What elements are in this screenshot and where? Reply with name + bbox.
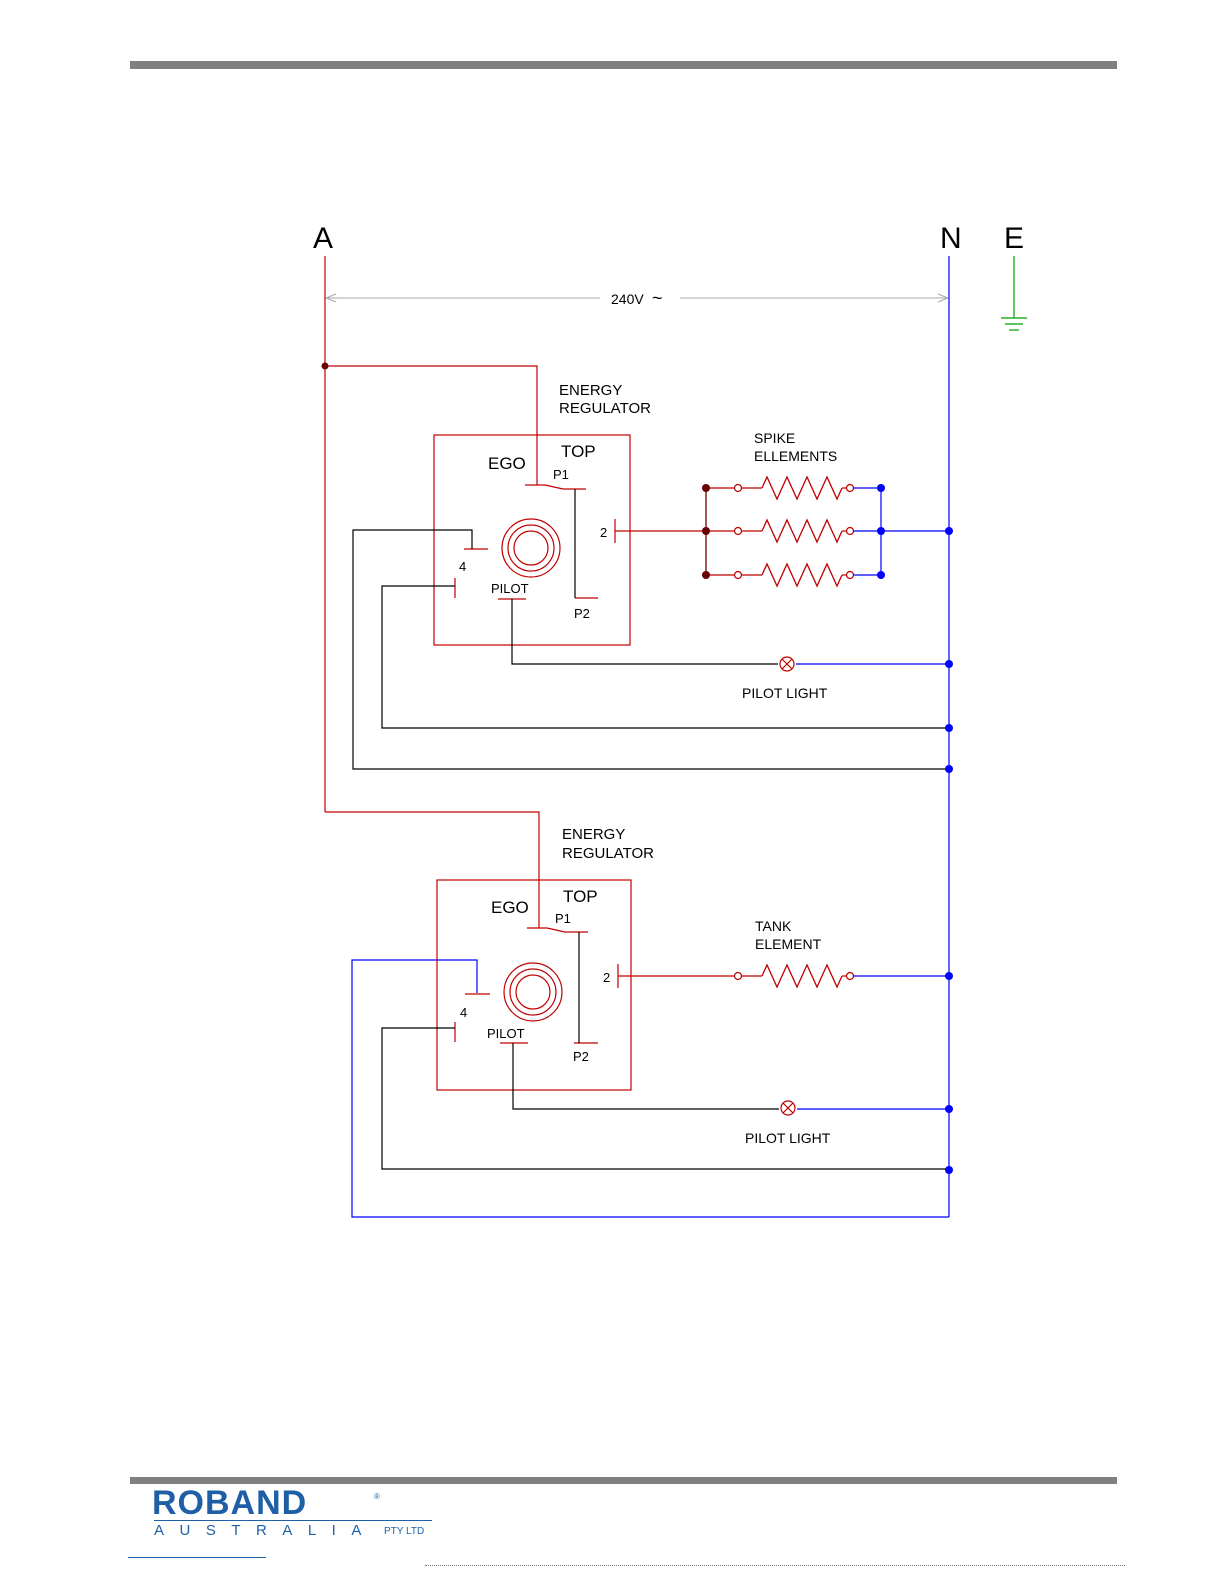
control-wiring-bottom	[382, 1028, 949, 1169]
regulator-top: ENERGY REGULATOR EGO TOP P1 P2 2 4 PILOT	[434, 382, 651, 645]
regulator-top-pin2: 2	[600, 525, 607, 540]
footer-link-underline	[128, 1557, 266, 1558]
logo-country: AUSTRALIA	[154, 1522, 377, 1540]
footer-dotted-line	[425, 1565, 1125, 1566]
regulator-bottom-pilot: PILOT	[487, 1026, 525, 1041]
tank-element: TANK ELEMENT	[618, 918, 949, 987]
spike-element-2	[706, 520, 881, 542]
earth-symbol	[1001, 256, 1027, 330]
regulator-top-knob-outer	[502, 519, 560, 577]
regulator-top-pilot: PILOT	[491, 581, 529, 596]
regulator-top-pin4: 4	[459, 559, 466, 574]
regulator-top-top: TOP	[561, 442, 596, 461]
ac-symbol: ~	[652, 288, 663, 308]
control-wiring-top	[353, 530, 949, 769]
logo-suffix: PTY LTD	[384, 1526, 424, 1537]
regulator-bottom-pin2: 2	[603, 970, 610, 985]
tank-label-1: TANK	[755, 918, 792, 934]
spike-label-1: SPIKE	[754, 430, 795, 446]
spike-element-3	[706, 564, 881, 586]
terminal-e-label: E	[1004, 222, 1024, 255]
regulator-bottom-top: TOP	[563, 887, 598, 906]
regulator-top-p1: P1	[553, 467, 569, 482]
terminal-n-label: N	[940, 222, 962, 255]
regulator-top-box	[434, 435, 630, 645]
regulator-bottom-title-2: REGULATOR	[562, 845, 654, 862]
regulator-bottom-p2: P2	[573, 1049, 589, 1064]
pilot-light-bottom-label: PILOT LIGHT	[745, 1130, 831, 1146]
regulator-top-title-2: REGULATOR	[559, 400, 651, 417]
supply-voltage-dimension: 240V ~	[326, 288, 948, 308]
regulator-bottom-p1: P1	[555, 911, 571, 926]
footer-rule	[130, 1477, 1117, 1484]
regulator-bottom-ego: EGO	[491, 898, 529, 917]
spike-elements: SPIKE ELLEMENTS	[615, 430, 949, 586]
regulator-bottom: ENERGY REGULATOR EGO TOP P1 P2 2 4 PILOT	[437, 826, 654, 1090]
regulator-bottom-pin4: 4	[460, 1005, 467, 1020]
regulator-bottom-knob-outer	[504, 963, 562, 1021]
active-junction	[322, 363, 329, 370]
logo-divider	[154, 1520, 432, 1521]
spike-label-2: ELLEMENTS	[754, 448, 837, 464]
supply-voltage-label: 240V	[611, 291, 644, 307]
regulator-bottom-title-1: ENERGY	[562, 826, 625, 843]
logo-brand: ROBAND	[152, 1484, 307, 1522]
tank-label-2: ELEMENT	[755, 936, 822, 952]
terminal-a-label: A	[313, 222, 333, 255]
roband-logo: ROBAND ® AUSTRALIA PTY LTD	[150, 1486, 450, 1542]
logo-registered-mark: ®	[374, 1492, 380, 1501]
regulator-top-p2: P2	[574, 606, 590, 621]
regulator-top-ego: EGO	[488, 454, 526, 473]
pilot-light-top-label: PILOT LIGHT	[742, 685, 828, 701]
regulator-top-title-1: ENERGY	[559, 382, 622, 399]
regulator-bottom-box	[437, 880, 631, 1090]
spike-element-1	[706, 477, 881, 499]
